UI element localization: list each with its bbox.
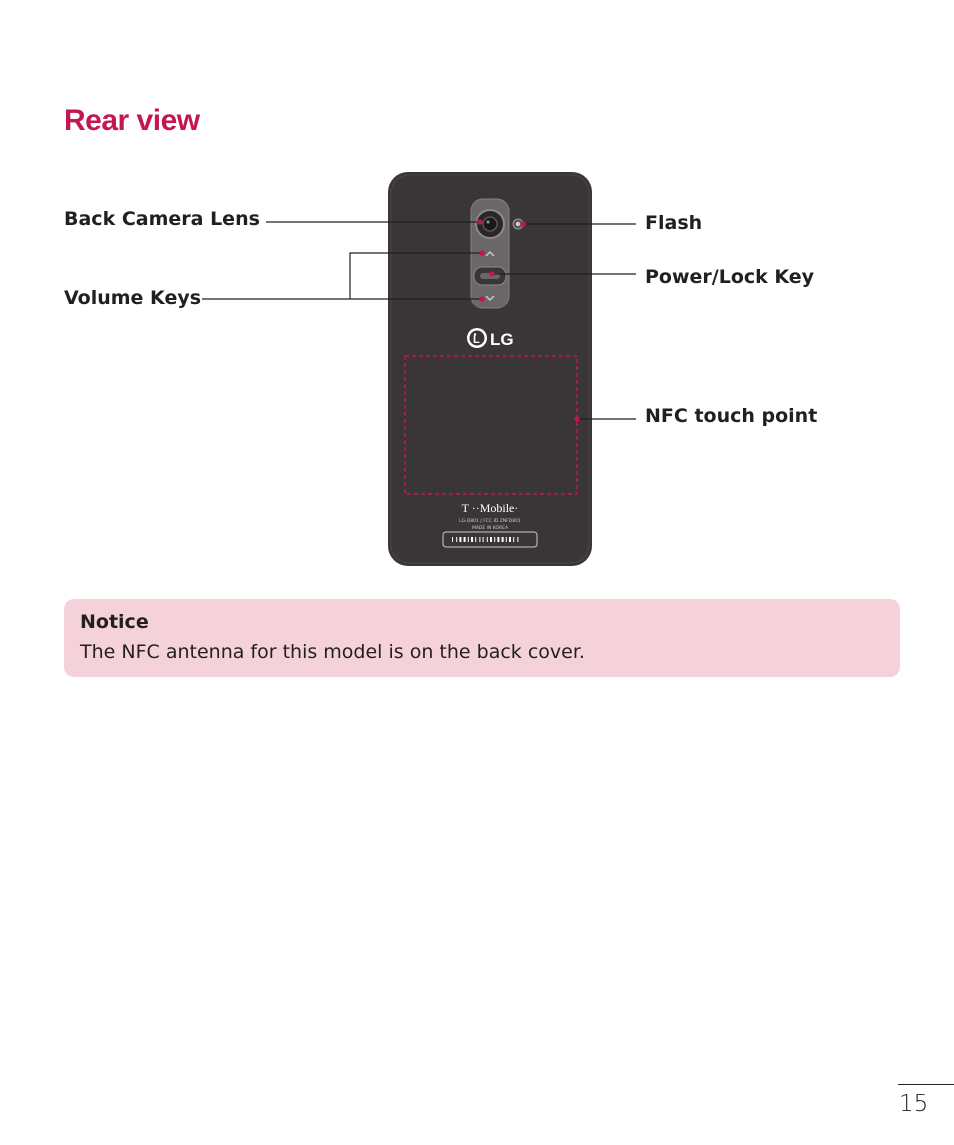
callout-back-camera-lens: Back Camera Lens	[64, 208, 260, 230]
barcode-bar	[505, 537, 507, 542]
leader-lines	[202, 221, 636, 420]
callout-power-lock-key: Power/Lock Key	[645, 266, 815, 288]
lg-logo-text: LG	[490, 330, 514, 349]
barcode-bar	[463, 537, 466, 542]
page-number-rule	[898, 1084, 954, 1085]
phone-back	[388, 172, 592, 566]
rear-view-diagram: L LG T ··Mobile· LG-D801 | FCC ID ZNFD80…	[202, 172, 636, 566]
barcode-bar	[517, 537, 519, 542]
back-camera-lens	[475, 209, 505, 239]
barcode-bar	[479, 537, 481, 542]
barcode-bars	[452, 537, 519, 542]
barcode-bar	[482, 537, 484, 542]
callout-volume-keys: Volume Keys	[64, 287, 202, 309]
callout-flash: Flash	[645, 212, 703, 234]
barcode-bar	[467, 537, 469, 542]
notice-text: The NFC antenna for this model is on the…	[80, 641, 585, 663]
nfc-area	[404, 355, 578, 495]
callout-nfc-touch-point: NFC touch point	[645, 405, 818, 427]
barcode-bar	[513, 537, 515, 542]
barcode-label	[442, 531, 538, 548]
barcode-bar	[494, 537, 496, 542]
barcode-bar	[452, 537, 453, 542]
notice-title: Notice	[80, 611, 149, 633]
notice-box: Notice The NFC antenna for this model is…	[64, 599, 900, 677]
lg-logo: L LG	[467, 328, 514, 349]
barcode-bar	[459, 537, 462, 542]
page-title: Rear view	[64, 104, 200, 137]
svg-text:L: L	[473, 334, 480, 346]
barcode-bar	[509, 537, 511, 542]
barcode-bar	[471, 537, 473, 542]
regulatory-line-2: MADE IN KOREA	[472, 525, 509, 531]
barcode-bar	[486, 537, 488, 542]
barcode-bar	[497, 537, 500, 542]
volume-down-key	[474, 287, 506, 307]
barcode-bar	[456, 537, 458, 542]
barcode-bar	[475, 537, 477, 542]
carrier-logo: T ··Mobile·	[462, 501, 519, 515]
leader-dots	[477, 219, 580, 422]
power-lock-key	[473, 266, 507, 286]
barcode-bar	[490, 537, 492, 542]
regulatory-line-1: LG-D801 | FCC ID ZNFD801	[459, 518, 521, 524]
page-number: 15	[899, 1091, 929, 1117]
barcode-bar	[501, 537, 504, 542]
volume-up-key	[474, 243, 506, 265]
